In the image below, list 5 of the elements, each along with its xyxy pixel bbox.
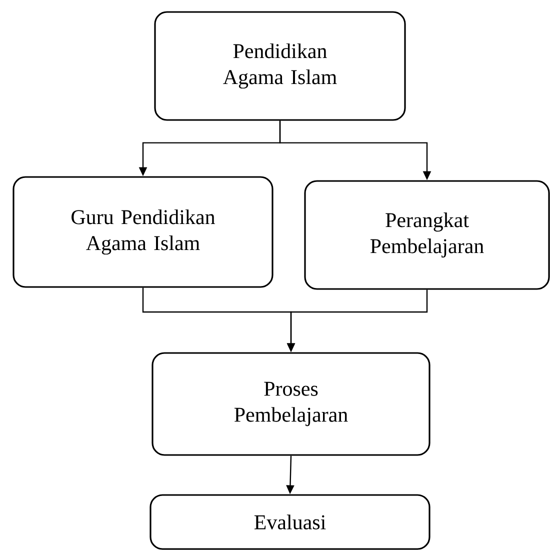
process-box: Proses Pembelajaran — [152, 352, 430, 456]
process-box: Pendidikan Agama Islam — [154, 11, 406, 121]
process-box: Evaluasi — [150, 494, 430, 550]
process-box: Perangkat Pembelajaran — [304, 180, 550, 290]
process-box: Guru Pendidikan Agama Islam — [12, 176, 274, 288]
